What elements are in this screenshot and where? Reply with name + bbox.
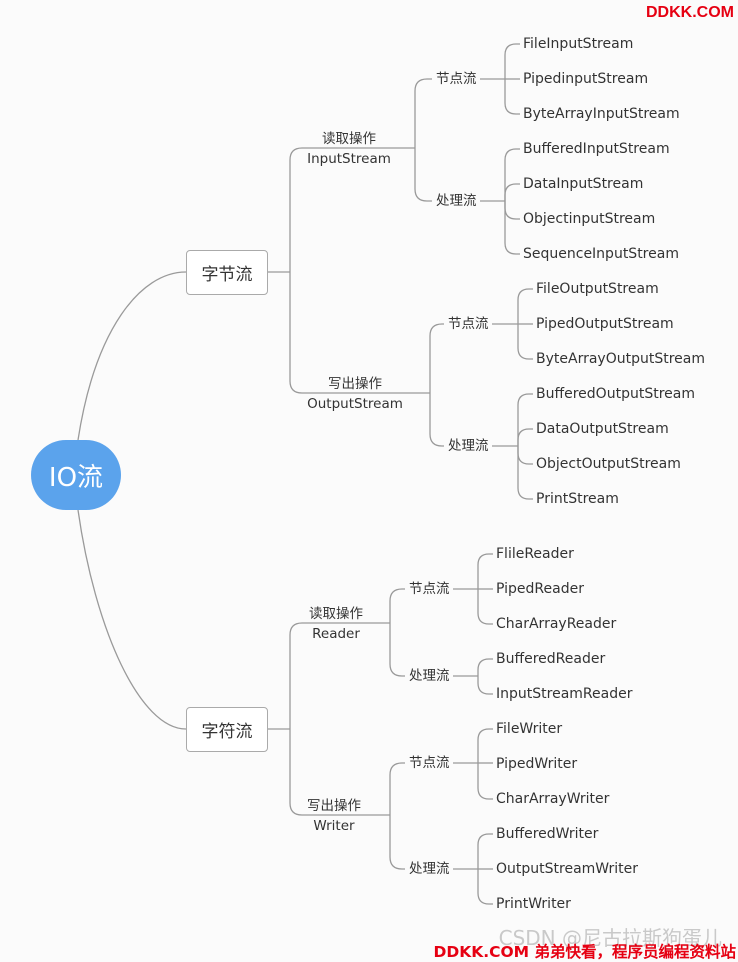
leaf-node[interactable]: CharArrayReader <box>496 616 617 632</box>
node-input-stream[interactable]: 读取操作 InputStream <box>300 129 398 169</box>
node-writer-node[interactable]: 节点流 <box>409 755 450 771</box>
leaf-node[interactable]: FileOutputStream <box>536 281 659 297</box>
node-byte-output-node[interactable]: 节点流 <box>448 316 489 332</box>
node-reader-line2: Reader <box>312 626 360 642</box>
node-byte-input-node[interactable]: 节点流 <box>436 71 477 87</box>
leaf-node[interactable]: CharArrayWriter <box>496 791 610 807</box>
node-reader-node[interactable]: 节点流 <box>409 581 450 597</box>
leaf-node[interactable]: FlileReader <box>496 546 574 562</box>
leaf-node[interactable]: FileInputStream <box>523 36 634 52</box>
node-writer-line2: Writer <box>313 818 355 834</box>
node-output-stream-line2: OutputStream <box>307 396 403 412</box>
node-input-stream-line1: 读取操作 <box>322 131 376 147</box>
leaf-node[interactable]: DataInputStream <box>523 176 644 192</box>
leaf-node[interactable]: ByteArrayInputStream <box>523 106 680 122</box>
leaf-node[interactable]: PipedReader <box>496 581 584 597</box>
leaf-node[interactable]: BufferedReader <box>496 651 606 667</box>
node-char-stream[interactable]: 字符流 <box>186 707 268 752</box>
node-output-stream-line1: 写出操作 <box>328 376 382 392</box>
node-byte-stream[interactable]: 字节流 <box>186 250 268 295</box>
leaf-node[interactable]: PipedWriter <box>496 756 578 772</box>
node-writer-line1: 写出操作 <box>307 798 361 814</box>
node-output-stream[interactable]: 写出操作 OutputStream <box>300 374 410 414</box>
node-input-stream-line2: InputStream <box>307 151 391 167</box>
brand-logo-top: DDKK.COM <box>646 4 734 21</box>
root-node-io[interactable]: IO流 <box>31 440 121 510</box>
node-writer-processing[interactable]: 处理流 <box>409 861 450 877</box>
leaf-node[interactable]: SequenceInputStream <box>523 246 679 262</box>
node-reader-processing[interactable]: 处理流 <box>409 668 450 684</box>
brand-banner-bottom: DDKK.COM 弟弟快看，程序员编程资料站 <box>433 943 736 961</box>
leaf-node[interactable]: BufferedWriter <box>496 826 599 842</box>
leaf-node[interactable]: PrintStream <box>536 491 619 507</box>
leaf-node[interactable]: InputStreamReader <box>496 686 633 702</box>
node-reader[interactable]: 读取操作 Reader <box>300 604 372 644</box>
node-reader-line1: 读取操作 <box>309 606 363 622</box>
leaf-node[interactable]: BufferedOutputStream <box>536 386 695 402</box>
leaf-node[interactable]: BufferedInputStream <box>523 141 670 157</box>
leaf-node[interactable]: ObjectOutputStream <box>536 456 681 472</box>
leaf-node[interactable]: ObjectinputStream <box>523 211 656 227</box>
leaf-node[interactable]: FileWriter <box>496 721 563 737</box>
csdn-watermark: CSDN @尼古拉斯狗蛋儿 <box>498 926 722 950</box>
leaf-node[interactable]: PipedOutputStream <box>536 316 674 332</box>
node-byte-input-processing[interactable]: 处理流 <box>436 193 477 209</box>
leaf-node[interactable]: DataOutputStream <box>536 421 669 437</box>
node-writer[interactable]: 写出操作 Writer <box>300 796 368 836</box>
leaf-node[interactable]: ByteArrayOutputStream <box>536 351 705 367</box>
node-byte-output-processing[interactable]: 处理流 <box>448 438 489 454</box>
leaf-node[interactable]: PipedinputStream <box>523 71 649 87</box>
leaf-node[interactable]: PrintWriter <box>496 896 571 912</box>
leaf-node[interactable]: OutputStreamWriter <box>496 861 639 877</box>
